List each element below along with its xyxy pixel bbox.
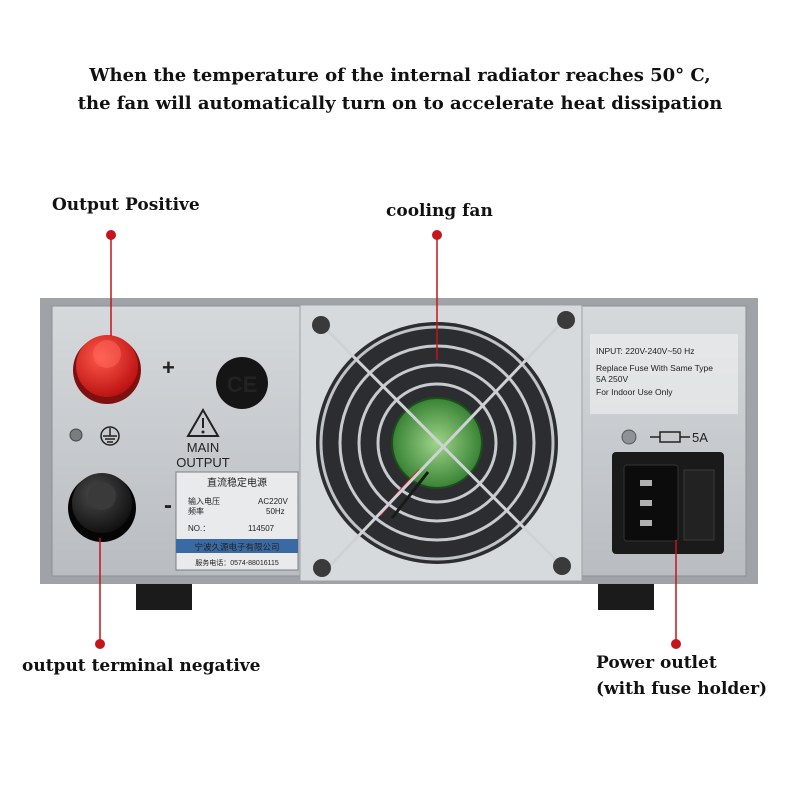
fan-screw [313,559,331,577]
power-outlet-marker [671,639,681,649]
ground-symbol-icon [100,426,120,446]
fuse-note-1: Replace Fuse With Same Type [596,363,713,373]
fuse-drawer [683,469,715,541]
negative-terminal [68,473,136,542]
panel-screw [621,429,637,445]
nameplate-title: 直流稳定电源 [207,476,267,489]
callout-cooling-fan: cooling fan [386,201,493,221]
nameplate-company-bar [176,539,298,553]
main-output-label-1: MAIN [187,440,220,455]
nameplate-company: 宁波久源电子有限公司 [194,542,279,552]
output-positive-marker [106,230,116,240]
cooling-fan-marker [432,230,442,240]
nameplate-row1-value: AC220V [258,497,288,506]
callout-output-negative: output terminal negative [22,656,261,676]
positive-terminal [73,335,141,404]
fan-screw [557,311,575,329]
ce-mark-icon [216,357,268,409]
fuse-symbol-icon [650,431,690,443]
ground-screw-icon [69,428,83,442]
output-negative-marker [95,639,105,649]
fan-screw [312,316,330,334]
callout-power-outlet-2: (with fuse holder) [596,679,768,699]
nameplate-row3-label: NO.： [188,524,210,533]
nameplate-row2-value: 50Hz [266,507,285,516]
cooling-fan [316,316,568,572]
fuse-note-2: 5A 250V [596,374,628,384]
input-spec: INPUT: 220V-240V~50 Hz [596,346,695,356]
ce-mark: CE [227,372,258,397]
left-foot [136,580,192,610]
heading: When the temperature of the internal rad… [0,62,800,118]
nameplate-phone: 服务电话：0574-88016115 [195,558,279,567]
plus-sign: + [162,355,175,380]
heading-line-1: When the temperature of the internal rad… [89,65,711,86]
power-inlet [612,452,724,554]
warning-icon [186,407,220,437]
fuse-rating: 5A [692,430,708,445]
nameplate-row2-label: 频率 [188,506,204,516]
nameplate-row3-value: 114507 [248,524,275,533]
main-output-label-2: OUTPUT [176,455,230,470]
nameplate [175,471,299,571]
nameplate-row1-label: 输入电压 [188,496,220,506]
fan-screw [553,557,571,575]
right-foot [598,580,654,610]
minus-sign: - [164,492,172,519]
callout-output-positive: Output Positive [52,195,200,215]
callout-power-outlet-1: Power outlet [596,653,717,673]
spec-label [590,334,738,414]
fan-hub [391,397,483,489]
indoor-note: For Indoor Use Only [596,387,673,397]
heading-line-2: the fan will automatically turn on to ac… [77,93,723,114]
